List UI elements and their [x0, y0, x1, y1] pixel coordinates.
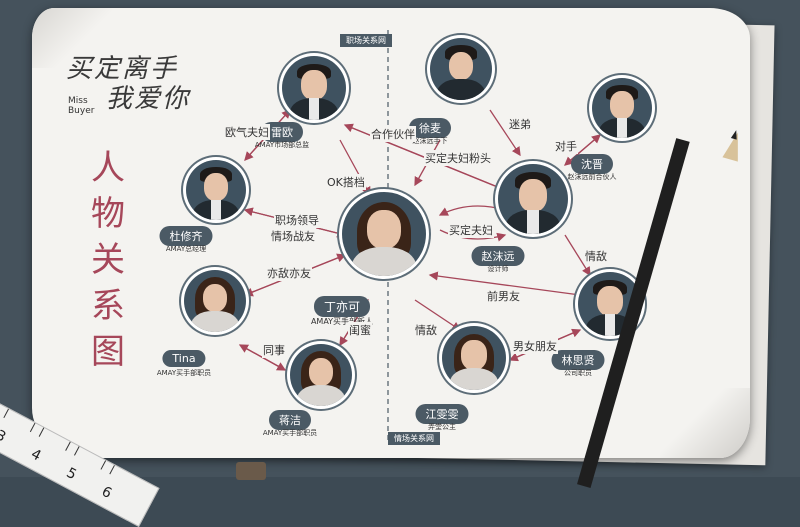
title-char: 关: [91, 240, 125, 280]
person-role: 赵沫远前合伙人: [567, 173, 617, 181]
relation-label: 对手: [554, 138, 578, 154]
relation-label: 情敌: [584, 248, 608, 264]
relation-label: 欧气夫妇: [224, 124, 270, 140]
relation-label: 情敌: [414, 322, 438, 338]
person-role: 赵沫远手下: [412, 137, 448, 145]
avatar: [592, 78, 652, 138]
tape-number: 5: [63, 464, 79, 484]
avatar: [342, 192, 426, 276]
avatar: [290, 344, 352, 406]
logo-line2: 我爱你: [106, 84, 191, 114]
relation-label: 情场战友: [270, 228, 316, 244]
line-maidingfufu: [438, 205, 506, 216]
section-tag-love: 情场关系网: [388, 432, 440, 445]
tape-number: 4: [28, 446, 44, 465]
relation-label: 合作伙伴: [370, 126, 416, 142]
line-qiannanyou: [428, 271, 581, 296]
line-duishou-back: [564, 134, 601, 166]
avatar: [282, 56, 346, 120]
person-role: AMAY买手部职员: [156, 369, 212, 377]
person-role: 设计师: [487, 265, 509, 273]
line-qingdi1: [564, 234, 591, 277]
relation-label: 男女朋友: [512, 338, 558, 354]
avatar: [186, 160, 246, 220]
person-name: 蒋洁: [269, 410, 311, 430]
avatar: [430, 38, 492, 100]
relation-label: 买定夫妇: [448, 222, 494, 238]
person-role: AMAY总经理: [165, 245, 207, 253]
person-name: 赵沫远: [471, 246, 525, 266]
tape-number: 3: [0, 427, 9, 446]
person-role: AMAY市场部总监: [254, 141, 310, 149]
avatar: [442, 326, 506, 390]
paper-curl: [32, 8, 112, 68]
person-name: Tina: [162, 350, 206, 367]
tape-number: 6: [98, 483, 115, 502]
relation-label: 迷弟: [508, 116, 532, 132]
page-title: 人 物 关 系 图: [88, 145, 128, 375]
title-char: 物: [91, 194, 125, 234]
relation-label: 同事: [262, 342, 286, 358]
person-name: 雷欧: [261, 122, 303, 142]
person-name: 林思贤: [551, 350, 605, 370]
line-maidingfufu-back: [439, 229, 507, 242]
person-role: AMAY买手部新人: [310, 317, 374, 326]
line-qingdi2: [414, 299, 462, 331]
person-role: 弄堂公主: [428, 423, 456, 431]
avatar: [184, 270, 246, 332]
relation-label: 亦敌亦友: [266, 265, 312, 281]
section-tag-work: 职场关系网: [340, 34, 392, 47]
title-char: 图: [91, 332, 125, 372]
person-role: AMAY买手部职员: [262, 429, 318, 437]
person-name: 杜修齐: [159, 226, 213, 246]
title-char: 系: [91, 286, 125, 326]
title-char: 人: [91, 148, 125, 188]
person-name: 丁亦可: [313, 296, 371, 317]
relation-label: 前男友: [486, 288, 521, 304]
logo-line1: 买定离手: [66, 54, 179, 84]
person-name: 徐麦: [409, 118, 451, 138]
avatar: [498, 164, 568, 234]
logo-english: Miss Buyer: [68, 96, 95, 116]
relation-label: 闺蜜: [348, 322, 372, 338]
person-role: 公司职员: [564, 369, 592, 377]
line-mididi: [489, 109, 521, 157]
person-name: 江雯雯: [415, 404, 469, 424]
relation-label: 职场领导: [274, 212, 320, 228]
show-logo: 买定离手 我爱你 Miss Buyer: [66, 48, 216, 128]
person-name: 沈晋: [571, 154, 613, 174]
dice: [236, 462, 266, 480]
relation-label: 买定夫妇粉头: [424, 150, 492, 166]
paper-curl: [660, 388, 750, 458]
relation-label: OK搭档: [326, 174, 366, 190]
